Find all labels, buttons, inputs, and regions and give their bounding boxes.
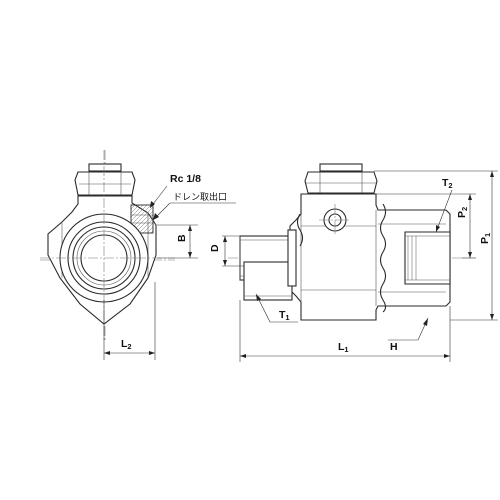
break-line-left (296, 213, 304, 247)
t1-label: T (279, 309, 286, 321)
l2-label: L (121, 338, 128, 350)
svg-text:P2: P2 (456, 207, 469, 218)
drain-label: ドレン取出口 (173, 191, 227, 203)
side-cap (74, 163, 136, 196)
svg-text:P1: P1 (479, 233, 492, 244)
b-label: B (176, 234, 188, 242)
front-flange (287, 229, 297, 287)
svg-text:T1: T1 (279, 309, 290, 322)
h-label: H (390, 341, 398, 353)
dim-d: D (209, 235, 244, 267)
rc-callout: Rc 1/8 (149, 173, 201, 209)
front-cap (304, 163, 378, 194)
t2-callout: T2 (435, 177, 453, 233)
t2-label: T (442, 177, 449, 189)
rc-label: Rc 1/8 (170, 173, 201, 185)
t1-lower-stub (243, 261, 293, 301)
p1-label: P (479, 237, 491, 244)
drain-callout: ドレン取出口 (152, 191, 236, 221)
dim-p1: P1 (374, 170, 498, 321)
l1-label: L (338, 341, 345, 353)
d-label: D (209, 244, 221, 252)
svg-text:L1: L1 (338, 341, 349, 354)
t2-thread-hatch (407, 236, 417, 280)
dim-b: B (157, 224, 198, 259)
t1-callout: T1 (255, 293, 298, 323)
t1-stub (239, 235, 293, 301)
h-callout: H (388, 317, 429, 353)
dim-p2: P2 (376, 193, 476, 259)
svg-text:L2: L2 (121, 338, 132, 351)
dim-l1: L1 (239, 300, 451, 362)
break-line-right (379, 203, 387, 313)
front-view (228, 163, 462, 321)
p2-label: P (456, 211, 468, 218)
drain-boss (130, 204, 154, 234)
svg-text:T2: T2 (442, 177, 453, 190)
side-view (40, 150, 175, 340)
dim-l2: L2 (103, 282, 156, 360)
